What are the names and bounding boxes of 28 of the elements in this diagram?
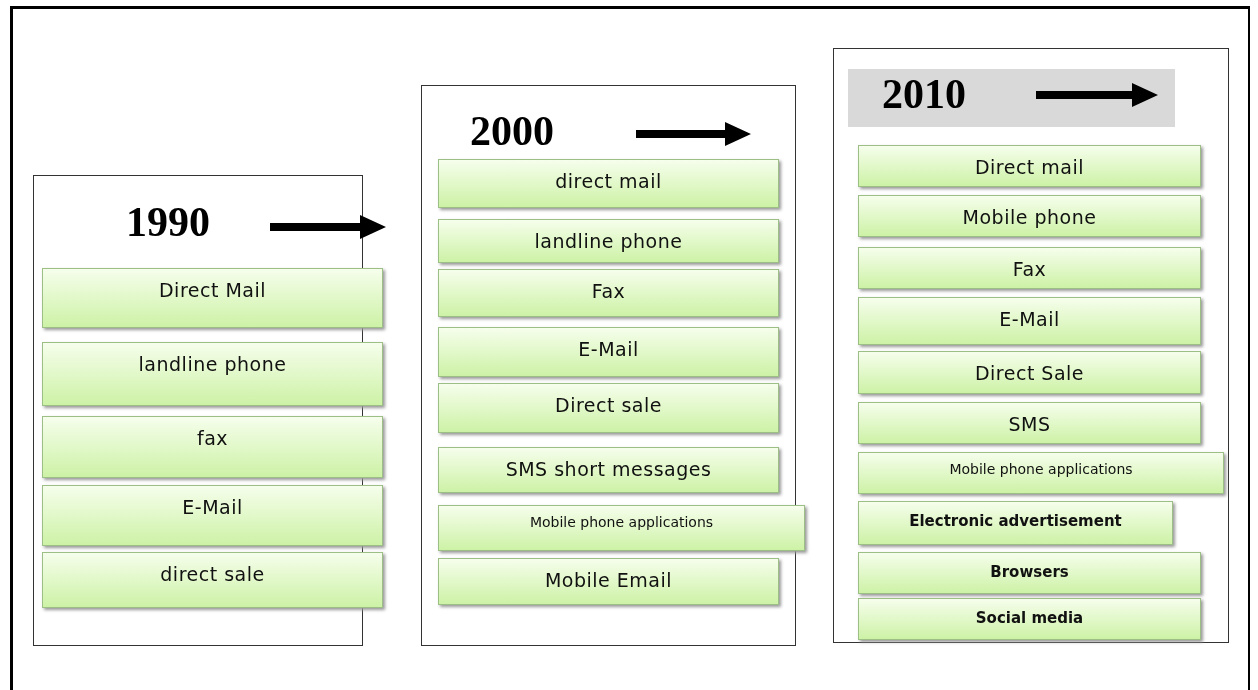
channel-box: Fax (438, 269, 779, 317)
channel-box: Direct Mail (42, 268, 383, 328)
channel-box: E-Mail (42, 485, 383, 546)
channel-box: E-Mail (438, 327, 779, 377)
channel-box: Fax (858, 247, 1201, 289)
year-heading: 1990 (126, 201, 210, 243)
channel-box: Mobile phone applications (858, 452, 1224, 494)
year-heading: 2000 (470, 110, 554, 152)
channel-box: Direct mail (858, 145, 1201, 187)
channel-box: fax (42, 416, 383, 478)
channel-box: Electronic advertisement (858, 501, 1173, 545)
decade-panel (833, 48, 1229, 643)
channel-box: Mobile Email (438, 558, 779, 605)
channel-box: Mobile phone (858, 195, 1201, 237)
channel-box: Direct sale (438, 383, 779, 433)
year-heading: 2010 (882, 73, 966, 115)
channel-box: Direct Sale (858, 351, 1201, 394)
channel-box: direct sale (42, 552, 383, 608)
channel-box: Social media (858, 598, 1201, 640)
channel-box: direct mail (438, 159, 779, 208)
channel-box: landline phone (42, 342, 383, 406)
channel-box: SMS short messages (438, 447, 779, 493)
channel-box: Mobile phone applications (438, 505, 805, 551)
channel-box: E-Mail (858, 297, 1201, 345)
channel-box: landline phone (438, 219, 779, 263)
heading-band (848, 69, 1175, 127)
channel-box: Browsers (858, 552, 1201, 594)
channel-box: SMS (858, 402, 1201, 444)
